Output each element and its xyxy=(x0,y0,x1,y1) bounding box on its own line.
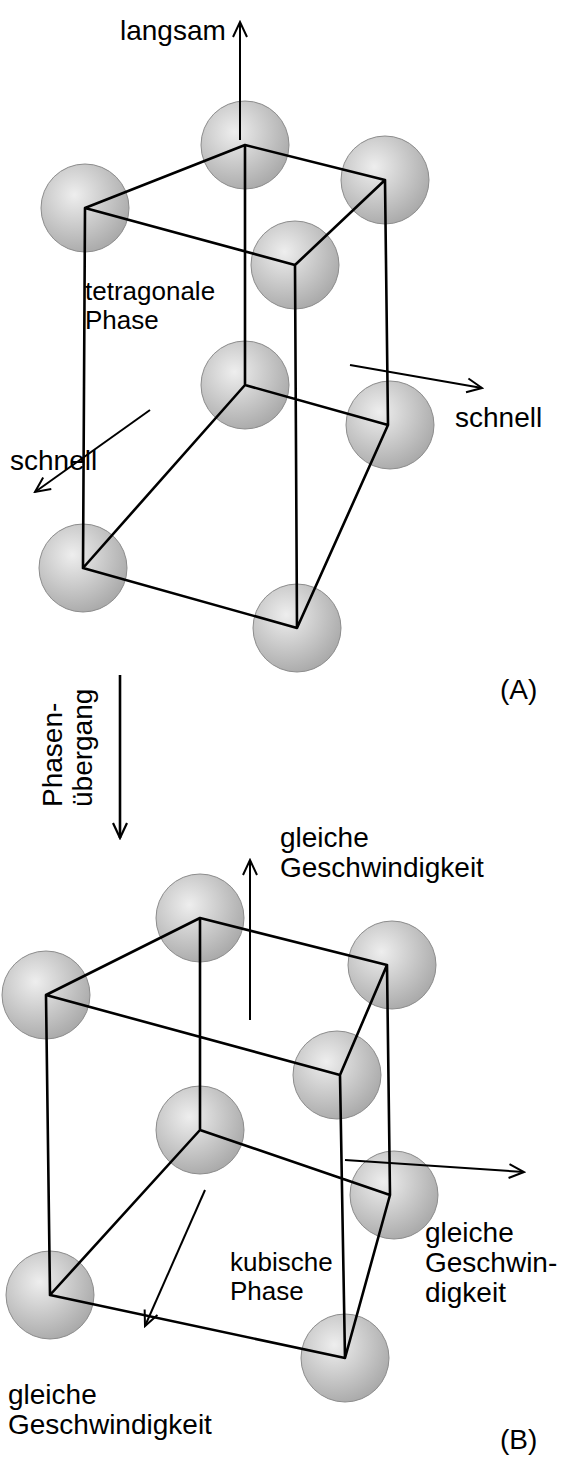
cubic-cell xyxy=(2,860,524,1402)
velocity-arrow xyxy=(345,1160,524,1172)
velocity-label: langsam xyxy=(120,16,260,46)
unit-cell: kubische Phase xyxy=(0,838,450,1404)
phase-name: tetragonale Phase xyxy=(85,277,235,335)
cell-frame xyxy=(46,918,390,1358)
atom-sphere xyxy=(346,381,434,469)
unit-cell: tetragonale Phase xyxy=(35,95,440,675)
transition-label: Phasen- übergang xyxy=(38,677,98,807)
velocity-arrow xyxy=(239,22,241,140)
velocity-arrow xyxy=(249,860,251,1020)
velocity-label: gleiche Geschwindigkeit xyxy=(280,823,520,883)
velocity-arrow xyxy=(350,365,482,388)
velocity-label: schnell xyxy=(10,446,128,476)
velocity-label: schnell xyxy=(455,403,573,433)
phase-name: kubische Phase xyxy=(230,1248,365,1306)
cell-frame xyxy=(83,145,388,628)
velocity-arrow xyxy=(145,1190,205,1326)
atom-sphere xyxy=(348,921,436,1009)
velocity-label: gleiche Geschwin- digkeit xyxy=(425,1218,575,1308)
panel-letter: (B) xyxy=(500,1425,570,1455)
velocity-label: gleiche Geschwindigkeit xyxy=(8,1380,248,1440)
transition-arrow xyxy=(119,675,122,838)
tetragonal-cell xyxy=(35,22,482,672)
panel-letter: (A) xyxy=(500,675,570,705)
